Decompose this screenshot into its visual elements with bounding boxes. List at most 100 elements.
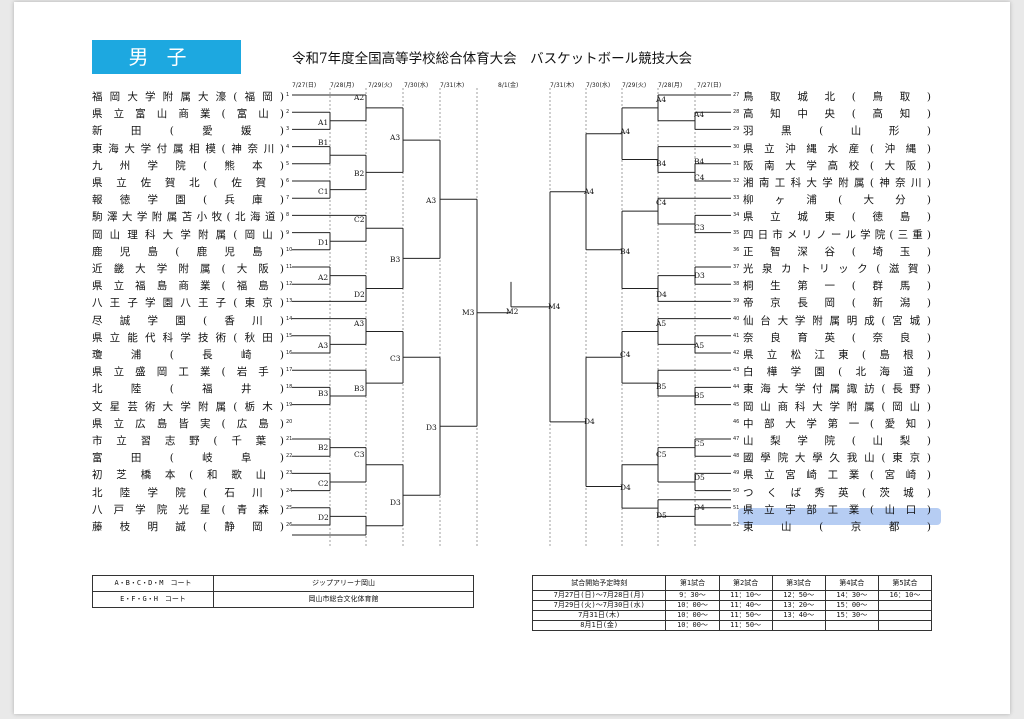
team-number: 29 xyxy=(733,126,740,133)
team-number: 37 xyxy=(733,264,740,270)
team-right: 白樺学園(北海道) xyxy=(743,366,931,379)
venue-cell: 岡山市総合文化体育館 xyxy=(213,591,474,608)
match-label: B4 xyxy=(620,246,631,256)
team-right: 帝京長岡(新潟) xyxy=(743,297,931,310)
team-number: 15 xyxy=(286,332,293,339)
team-right: 柳ヶ浦(大分) xyxy=(743,194,931,207)
schedule-cell xyxy=(877,600,933,611)
team-left: 新田(愛媛) xyxy=(92,125,284,138)
team-number: 4 xyxy=(286,143,290,150)
schedule-cell: 10：00〜 xyxy=(665,620,720,631)
court-cell: E・F・G・H コート xyxy=(92,591,214,608)
court-cell: A・B・C・D・M コート xyxy=(92,575,214,592)
schedule-row: 8月1日(金) 10：00〜 11：50〜 xyxy=(531,620,933,631)
schedule-cell: 15：00〜 xyxy=(824,600,879,611)
team-left: 藤枝明誠(静岡) xyxy=(92,521,284,533)
date-right-1: 7/31(木) xyxy=(550,82,575,89)
match-label: B3 xyxy=(390,255,401,265)
team-number: 49 xyxy=(733,470,740,477)
schedule-cell: 9：30〜 xyxy=(665,590,720,601)
match-label: B3 xyxy=(318,389,329,398)
team-number: 1 xyxy=(286,92,290,98)
team-number: 9 xyxy=(286,229,290,236)
match-label: D4 xyxy=(656,289,667,299)
schedule-cell: 14：30〜 xyxy=(824,590,879,601)
team-right: 鳥取城北(鳥取) xyxy=(743,91,931,103)
schedule-header: 試合開始予定時刻 xyxy=(531,575,667,591)
team-number: 3 xyxy=(286,126,290,133)
schedule-header: 第4試合 xyxy=(824,575,879,591)
team-left: 八戸学院光星(青森) xyxy=(92,503,284,516)
schedule-cell: 7月29日(火)〜7月30日(水) xyxy=(531,600,667,611)
team-left: 県立盛岡工業(岩手) xyxy=(92,366,284,379)
match-label: C5 xyxy=(656,449,667,459)
team-left: 駒澤大学附属苫小牧(北海道) xyxy=(92,211,284,224)
team-left: 瓊浦(長崎) xyxy=(92,349,284,361)
team-left: 県立広島皆実(広島) xyxy=(92,417,284,430)
match-label: A3 xyxy=(426,196,437,206)
court-row: E・F・G・H コート 岡山市総合文化体育館 xyxy=(92,591,474,608)
team-right: 湘南工科大学附属(神奈川) xyxy=(743,177,931,189)
team-number: 44 xyxy=(733,384,740,391)
match-label: C3 xyxy=(354,449,365,459)
schedule-cell xyxy=(824,620,879,631)
date-right-4: 7/28(月) xyxy=(658,82,683,89)
schedule-table: 試合開始予定時刻 第1試合 第2試合 第3試合 第4試合 第5試合 7月27日(… xyxy=(531,575,933,631)
team-number: 48 xyxy=(733,453,740,460)
team-number: 47 xyxy=(733,436,740,442)
match-label: C1 xyxy=(318,186,329,196)
team-left: 北陸学院(石川) xyxy=(92,486,284,499)
team-number: 51 xyxy=(733,504,740,511)
team-number: 33 xyxy=(733,195,740,202)
team-number: 7 xyxy=(286,195,290,202)
schedule-cell: 11：50〜 xyxy=(718,620,773,631)
match-label: B5 xyxy=(694,391,705,400)
team-number: 2 xyxy=(286,109,290,116)
match-label: A3 xyxy=(390,133,401,143)
schedule-cell: 10：00〜 xyxy=(665,600,720,611)
team-number: 41 xyxy=(733,332,740,339)
match-label: C3 xyxy=(694,223,705,232)
match-label: D4 xyxy=(584,416,595,426)
team-number: 14 xyxy=(286,315,293,322)
match-label: C5 xyxy=(694,438,705,448)
team-left: 鹿児島(鹿児島) xyxy=(92,245,284,258)
team-number: 38 xyxy=(733,281,740,288)
team-right: 四日市メリノール学院(三重) xyxy=(743,228,931,241)
match-label: A5 xyxy=(694,341,705,351)
team-number: 8 xyxy=(286,212,290,219)
team-number: 39 xyxy=(733,298,740,305)
team-left: 初芝橋本(和歌山) xyxy=(92,469,284,482)
team-number: 43 xyxy=(733,367,740,374)
schedule-header-row: 試合開始予定時刻 第1試合 第2試合 第3試合 第4試合 第5試合 xyxy=(531,575,933,591)
team-number: 22 xyxy=(286,453,293,460)
match-label: C4 xyxy=(656,198,667,208)
team-left: 尽誠学園(香川) xyxy=(92,314,284,327)
schedule-cell: 13：20〜 xyxy=(771,600,826,611)
match-label: C4 xyxy=(620,350,631,360)
team-left: 市立習志野(千葉) xyxy=(92,435,284,447)
date-left-4: 7/30(水) xyxy=(404,82,429,89)
date-left-3: 7/29(火) xyxy=(368,82,393,89)
team-number: 5 xyxy=(286,160,290,167)
team-left: 八王子学園八王子(東京) xyxy=(92,297,284,310)
schedule-cell: 16：10〜 xyxy=(877,590,933,601)
team-number: 46 xyxy=(733,418,740,425)
team-right: 山梨学院(山梨) xyxy=(743,435,931,447)
venue-cell: ジップアリーナ岡山 xyxy=(213,575,474,592)
team-number: 20 xyxy=(286,418,293,425)
team-number: 24 xyxy=(286,487,293,494)
schedule-header: 第5試合 xyxy=(877,575,933,591)
team-number: 16 xyxy=(286,350,293,356)
date-left-2: 7/28(月) xyxy=(330,82,355,89)
team-right: 高知中央(高知) xyxy=(743,108,931,121)
team-right: 光泉カトリック(滋賀) xyxy=(743,263,931,275)
team-left: 東海大学付属相模(神奈川) xyxy=(92,142,284,155)
match-label: A3 xyxy=(318,341,329,351)
team-number: 42 xyxy=(733,350,740,356)
schedule-cell: 7月27日(日)〜7月28日(月) xyxy=(531,590,667,601)
match-label: A4 xyxy=(656,94,667,104)
team-right: 阪南大学高校(大阪) xyxy=(743,159,931,172)
schedule-cell xyxy=(771,620,826,631)
